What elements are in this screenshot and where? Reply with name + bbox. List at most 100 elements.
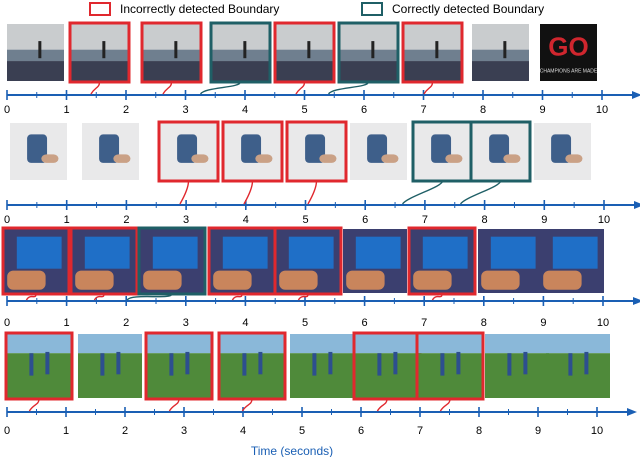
video-frame [68,21,131,84]
logo-tagline: CHAMPIONS ARE MADE [540,68,598,74]
video-frame [472,24,529,81]
tick-label: 9 [539,104,545,116]
tick-label: 2 [123,104,129,116]
video-frame [217,331,287,401]
tick-label: 6 [358,425,364,437]
video-frame [478,229,542,293]
video-frame [407,226,477,296]
tick-label: 10 [597,317,609,329]
tick-label: 7 [420,104,426,116]
legend-incorrect-swatch [89,2,111,16]
tick-label: 5 [302,317,308,329]
video-frame [350,123,407,180]
video-frame [1,226,71,296]
video-frame [337,21,400,84]
tick-label: 0 [4,425,10,437]
legend: Incorrectly detected Boundary Correctly … [89,2,544,16]
tick-label: 9 [535,425,541,437]
axis-arrowhead [627,408,637,416]
tick-label: 5 [301,104,307,116]
correct-connector [126,293,173,301]
video-frame [540,229,604,293]
incorrect-connector [231,293,243,301]
incorrect-connector [28,398,40,412]
tick-label: 0 [4,317,10,329]
video-frame [411,120,474,183]
tick-label: 3 [183,317,189,329]
legend-incorrect-label: Incorrectly detected Boundary [120,2,279,16]
video-frame [82,123,139,180]
tick-label: 4 [242,317,248,329]
video-frame [352,331,422,401]
logo-text: GO [548,31,588,61]
tick-label: 6 [362,214,368,226]
tick-label: 10 [596,104,608,116]
tick-label: 10 [591,425,603,437]
tick-label: 1 [63,425,69,437]
incorrect-connector [431,293,443,301]
tick-label: 2 [122,425,128,437]
correct-connector [459,180,502,205]
video-frame [401,21,464,84]
incorrect-connector [168,398,180,412]
correct-connector [327,81,370,95]
video-frame: GO CHAMPIONS ARE MADE [540,24,598,81]
video-frame [78,334,142,398]
tick-label: 10 [598,214,610,226]
incorrect-connector [439,398,451,412]
incorrect-connector [376,398,388,412]
video-frame [157,120,220,183]
correct-connector [401,180,444,205]
video-frame [4,331,74,401]
video-frame [207,226,277,296]
tick-label: 8 [482,214,488,226]
legend-correct-label: Correctly detected Boundary [392,2,544,16]
axis-arrowhead [634,201,640,209]
video-frame [7,24,64,81]
incorrect-connector [25,293,37,301]
tick-label: 7 [417,425,423,437]
legend-correct-swatch [361,2,383,16]
tick-label: 9 [541,214,547,226]
tick-label: 8 [480,104,486,116]
video-frame [144,331,214,401]
incorrect-connector [179,180,190,205]
tick-label: 4 [240,425,246,437]
incorrect-connector [241,398,253,412]
tick-label: 4 [242,104,248,116]
video-frame [273,226,343,296]
video-frame [415,331,485,401]
tick-label: 8 [481,317,487,329]
incorrect-connector [162,81,173,95]
tick-label: 2 [123,214,129,226]
video-frame [140,21,203,84]
tick-label: 0 [4,214,10,226]
tick-label: 6 [362,317,368,329]
video-frame [137,226,207,296]
tick-label: 3 [181,425,187,437]
tick-label: 7 [421,317,427,329]
video-frame [209,21,272,84]
tick-label: 1 [64,214,70,226]
video-frame [485,334,549,398]
axis-arrowhead [633,297,640,305]
video-frame [273,21,336,84]
video-frame [290,334,354,398]
incorrect-connector [423,81,434,95]
tick-label: 3 [183,214,189,226]
tick-label: 5 [302,214,308,226]
video-frame [221,120,284,183]
tick-label: 6 [361,104,367,116]
tick-label: 9 [540,317,546,329]
incorrect-connector [90,81,101,95]
video-frame [534,123,591,180]
video-frame [285,120,348,183]
incorrect-connector [297,293,309,301]
tick-label: 5 [299,425,305,437]
incorrect-connector [295,81,306,95]
video-frame [10,123,67,180]
tick-label: 0 [4,104,10,116]
incorrect-connector [307,180,318,205]
tick-label: 2 [123,317,129,329]
